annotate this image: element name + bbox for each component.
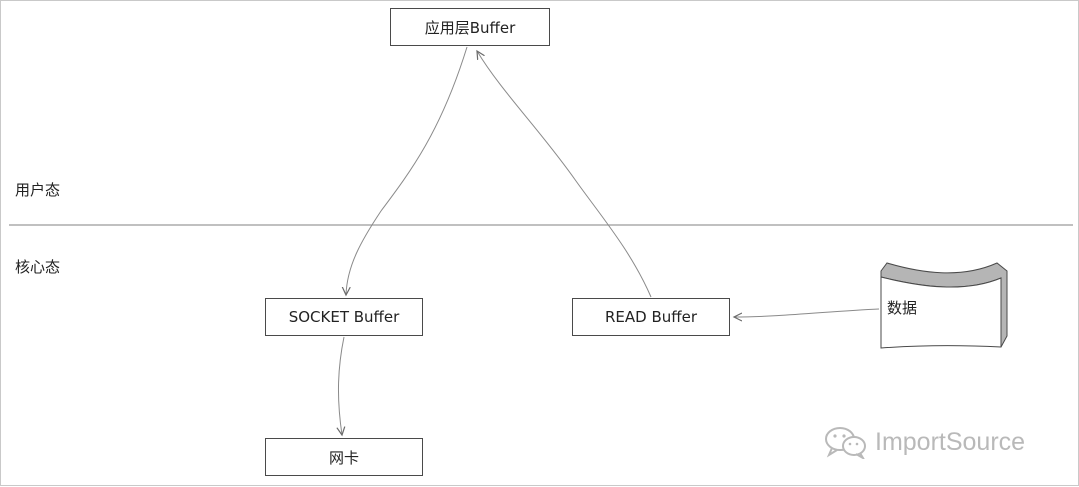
edge-socket-to-nic <box>338 336 344 435</box>
edge-read-to-app <box>477 51 652 298</box>
nic-label: 网卡 <box>328 448 359 467</box>
data-document-label: 数据 <box>887 299 918 317</box>
user-space-label: 用户态 <box>15 181 61 199</box>
socket-buffer-node: SOCKET Buffer <box>265 298 423 336</box>
edge-data-to-read <box>734 308 880 317</box>
data-document-shape <box>880 262 1008 349</box>
edge-app-to-socket <box>346 46 468 295</box>
app-buffer-label: 应用层Buffer <box>424 18 516 37</box>
app-buffer-node: 应用层Buffer <box>390 8 550 46</box>
socket-buffer-label: SOCKET Buffer <box>288 308 400 326</box>
nic-node: 网卡 <box>265 438 423 476</box>
wechat-icon <box>825 427 866 459</box>
read-buffer-node: READ Buffer <box>572 298 730 336</box>
watermark: ImportSource <box>823 425 1025 459</box>
read-buffer-label: READ Buffer <box>604 308 697 326</box>
kernel-space-label: 核心态 <box>15 258 61 276</box>
watermark-text: ImportSource <box>875 427 1026 456</box>
